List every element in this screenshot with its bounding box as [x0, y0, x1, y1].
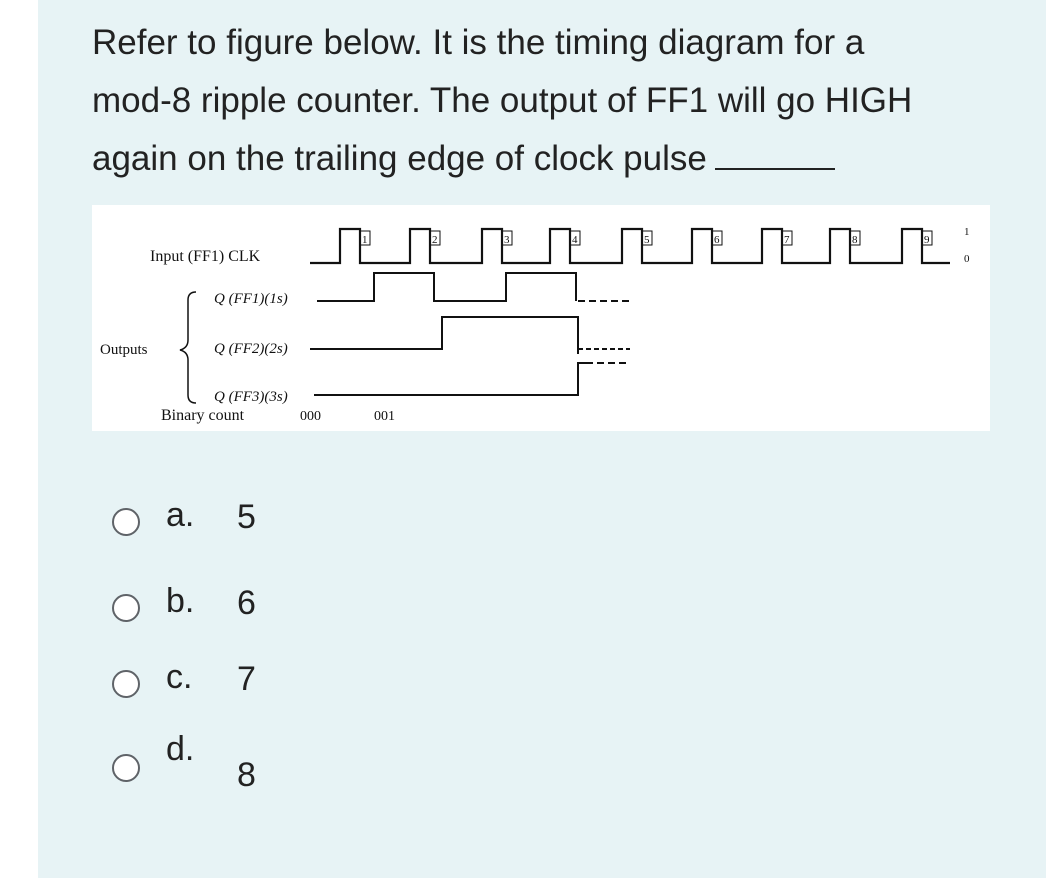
input-clk-label: Input (FF1) CLK	[150, 248, 261, 265]
outputs-brace	[179, 291, 197, 404]
pulse-number-1: 1	[362, 234, 368, 246]
pulse-number-7: 7	[784, 234, 790, 246]
option-b-value: 6	[237, 584, 256, 622]
option-c[interactable]: c. 7	[112, 652, 412, 712]
pulse-box-8	[849, 230, 861, 246]
option-a[interactable]: a. 5	[112, 490, 412, 550]
option-d-value: 8	[237, 756, 256, 794]
pulse-box-5	[641, 230, 653, 246]
pulse-number-8: 8	[852, 234, 858, 246]
pulse-box-9	[921, 230, 933, 246]
question-line-3-text: again on the trailing edge of clock puls…	[92, 139, 707, 178]
pulse-box-3	[501, 230, 513, 246]
pulse-number-9: 9	[924, 234, 930, 246]
radio-option-a[interactable]	[112, 508, 140, 536]
pulse-number-3: 3	[504, 234, 510, 246]
answer-blank	[714, 140, 835, 170]
pulse-numbers: 1 2 3 4 5 6 7 8 9	[359, 230, 933, 246]
option-d-letter: d.	[166, 730, 195, 768]
pulse-number-4: 4	[572, 234, 578, 246]
q-ff1-label: Q (FF1)(1s)	[214, 291, 288, 307]
q-ff3-label: Q (FF3)(3s)	[214, 389, 288, 405]
pulse-number-5: 5	[644, 234, 650, 246]
question-panel	[38, 0, 1046, 878]
q-ff2-label: Q (FF2)(2s)	[214, 341, 288, 357]
timing-diagram-figure: Input (FF1) CLK Outputs Q (FF1)(1s) Q (F…	[92, 205, 990, 431]
pulse-box-7	[781, 230, 793, 246]
clock-waveform	[310, 227, 950, 265]
option-b-letter: b.	[166, 582, 195, 620]
q-ff3-waveform	[314, 362, 586, 396]
timing-diagram-svg: Input (FF1) CLK Outputs Q (FF1)(1s) Q (F…	[100, 226, 970, 424]
question-line-1: Refer to figure below. It is the timing …	[92, 23, 865, 62]
pulse-number-6: 6	[714, 234, 720, 246]
radio-option-d[interactable]	[112, 754, 140, 782]
pulse-box-6	[711, 230, 723, 246]
low-level-label: 0	[964, 253, 970, 265]
q-ff2-waveform	[310, 316, 579, 350]
binary-count-label: Binary count	[161, 407, 245, 424]
option-a-letter: a.	[166, 496, 195, 534]
binary-value-000: 000	[300, 409, 321, 424]
question-line-2: mod-8 ripple counter. The output of FF1 …	[92, 81, 913, 120]
outputs-label: Outputs	[100, 342, 148, 358]
pulse-box-2	[429, 230, 441, 246]
option-d[interactable]: d. 8	[112, 730, 412, 796]
q-ff2-dashed	[577, 341, 630, 357]
high-level-label: 1	[964, 226, 970, 238]
question-text: Refer to figure below. It is the timing …	[92, 14, 1012, 188]
binary-value-001: 001	[374, 409, 395, 424]
option-c-value: 7	[237, 660, 256, 698]
pulse-box-1	[359, 230, 371, 246]
q-ff1-waveform	[317, 272, 577, 302]
pulse-number-2: 2	[432, 234, 438, 246]
option-b[interactable]: b. 6	[112, 576, 412, 636]
option-a-value: 5	[237, 498, 256, 536]
option-c-letter: c.	[166, 658, 193, 696]
pulse-box-4	[569, 230, 581, 246]
radio-option-c[interactable]	[112, 670, 140, 698]
question-line-3: again on the trailing edge of clock puls…	[92, 130, 1012, 188]
radio-option-b[interactable]	[112, 594, 140, 622]
